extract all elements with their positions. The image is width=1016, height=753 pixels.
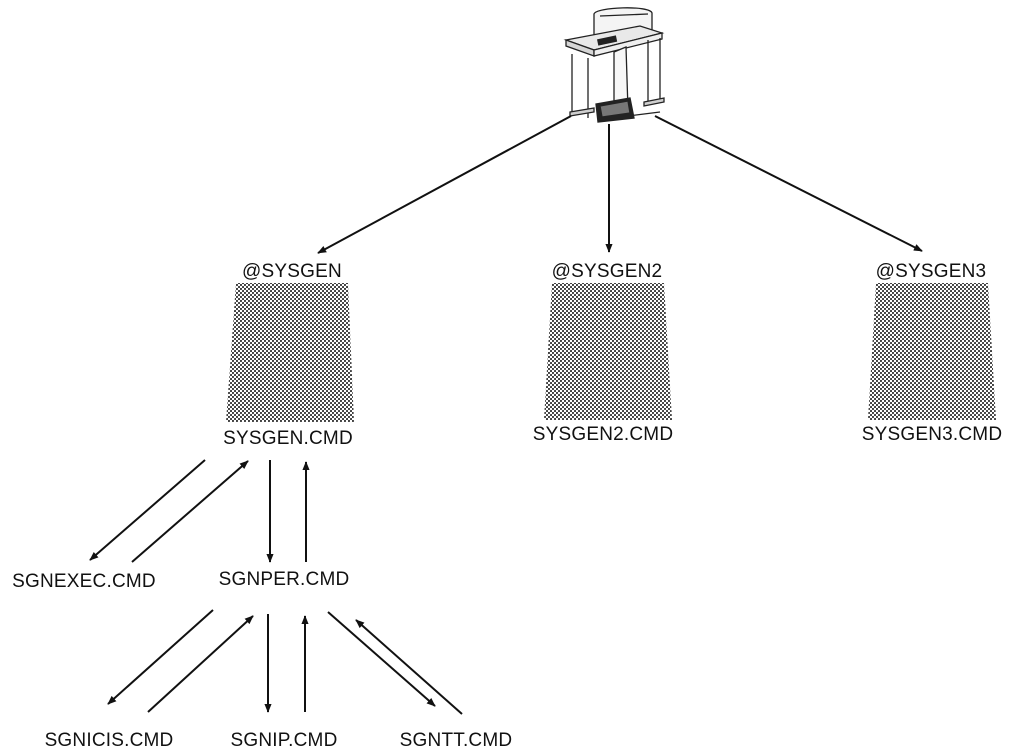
sysgen-prompt-label: @SYSGEN	[242, 261, 342, 282]
printer-terminal-icon	[563, 7, 665, 123]
sysgen2-shaded-block	[544, 283, 672, 420]
arrow-sgnper-to-sgntt	[327, 611, 436, 707]
sgnip-label: SGNIP.CMD	[230, 730, 338, 751]
sgnexec-label: SGNEXEC.CMD	[12, 571, 156, 592]
arrow-sgnexec-to-sysgen	[131, 460, 249, 563]
sysgen3-prompt-label: @SYSGEN3	[875, 261, 987, 282]
arrow-terminal-to-sysgen3	[654, 115, 923, 252]
sgnicis-label: SGNICIS.CMD	[44, 730, 174, 751]
arrow-sgnicis-to-sgnper	[147, 615, 254, 713]
arrow-sysgen-to-sgnexec	[89, 459, 206, 561]
sgntt-label: SGNTT.CMD	[399, 730, 513, 751]
sysgen-file-label: SYSGEN.CMD	[223, 428, 353, 449]
sysgen3-file-label: SYSGEN3.CMD	[861, 424, 1003, 445]
arrow-sgntt-to-sgnper	[355, 619, 463, 715]
sysgen2-prompt-label: @SYSGEN2	[551, 261, 663, 282]
sgnper-label: SGNPER.CMD	[218, 569, 350, 590]
sysgen-shaded-block	[226, 283, 354, 422]
arrow-terminal-to-sysgen	[317, 115, 572, 254]
sysgen2-file-label: SYSGEN2.CMD	[532, 424, 674, 445]
arrow-sgnper-to-sgnicis	[107, 609, 214, 705]
sysgen3-shaded-block	[868, 283, 996, 420]
